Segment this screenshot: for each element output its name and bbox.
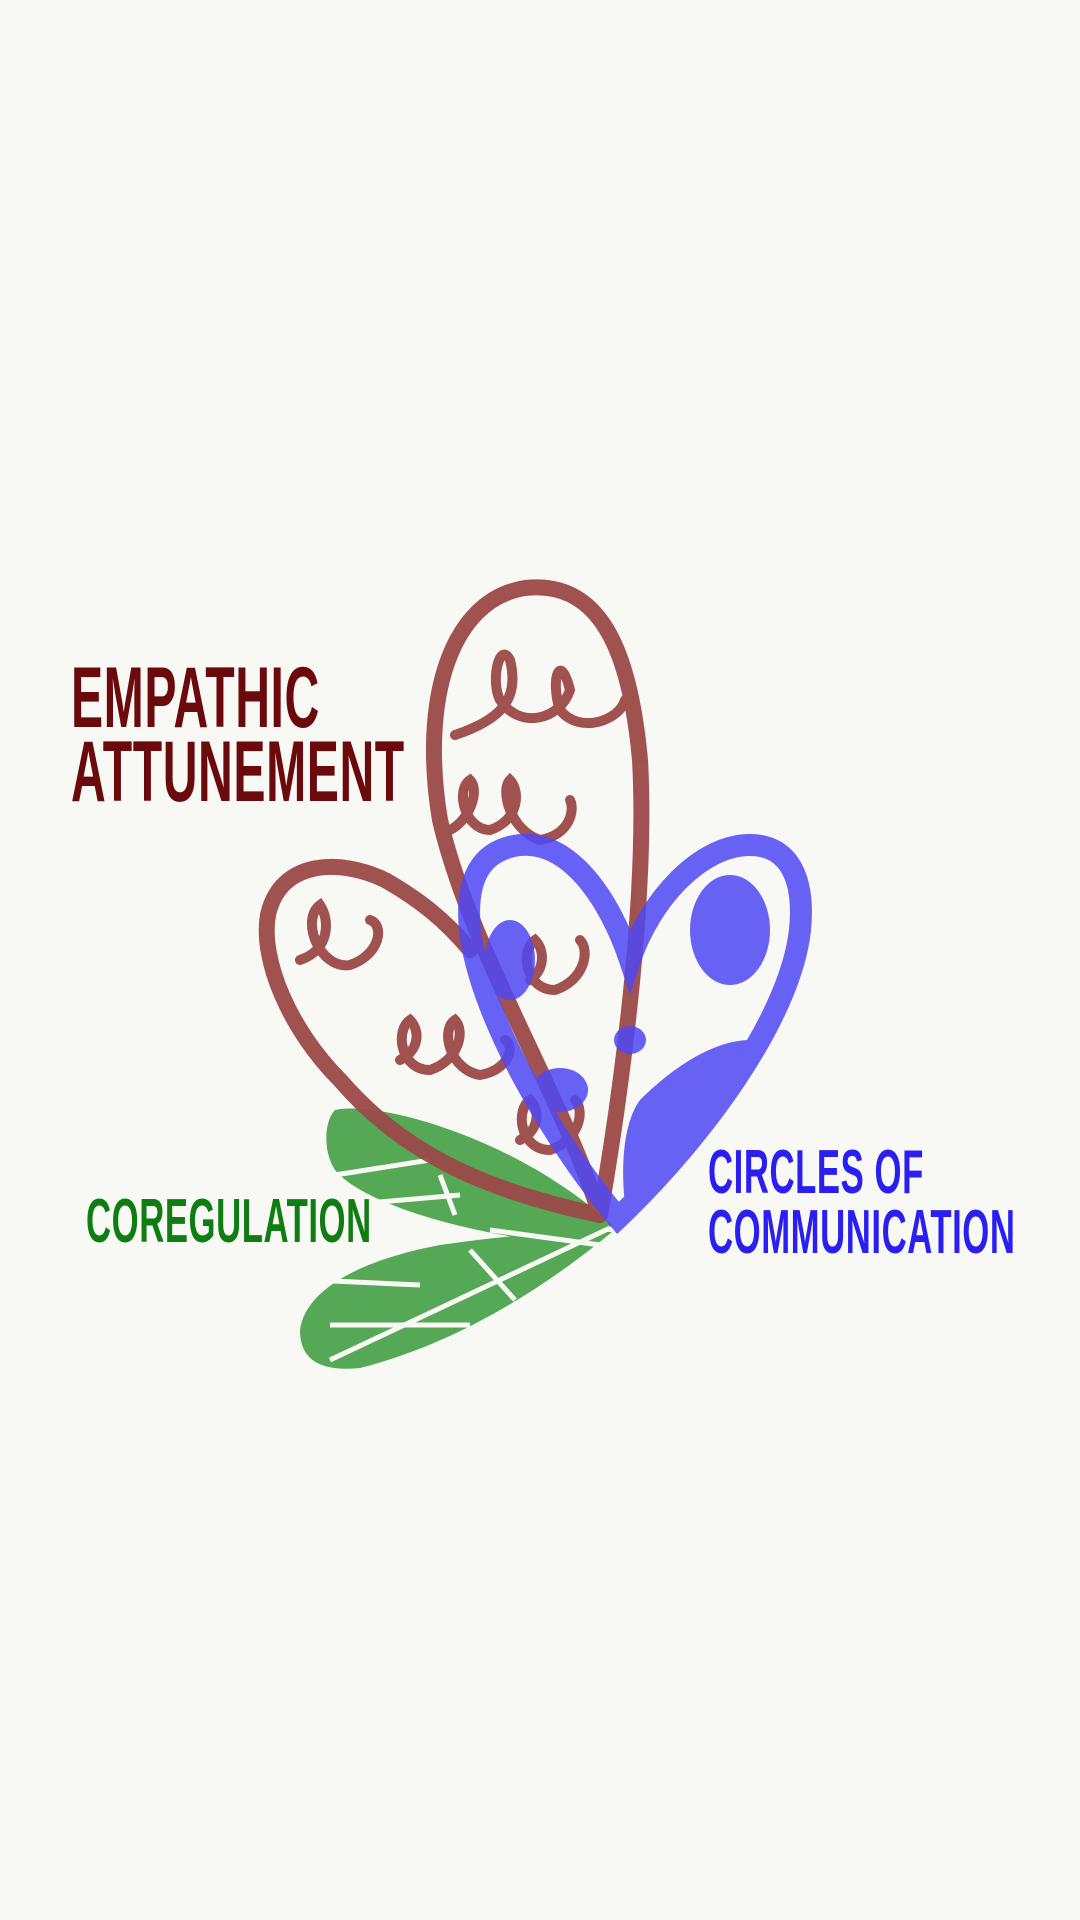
blue-heart-icon	[458, 833, 812, 1234]
label-circles-line1: CIRCLES OF	[708, 1138, 924, 1207]
label-circles-line2: COMMUNICATION	[708, 1197, 1016, 1267]
label-empathic-attunement: EMPATHIC ATTUNEMENT	[71, 650, 405, 820]
label-circles-of-communication: CIRCLES OF COMMUNICATION	[708, 1138, 1016, 1267]
label-empathic-line1: EMPATHIC	[71, 650, 320, 746]
label-empathic-line2: ATTUNEMENT	[71, 723, 405, 820]
label-coregulation: COREGULATION	[86, 1187, 372, 1256]
